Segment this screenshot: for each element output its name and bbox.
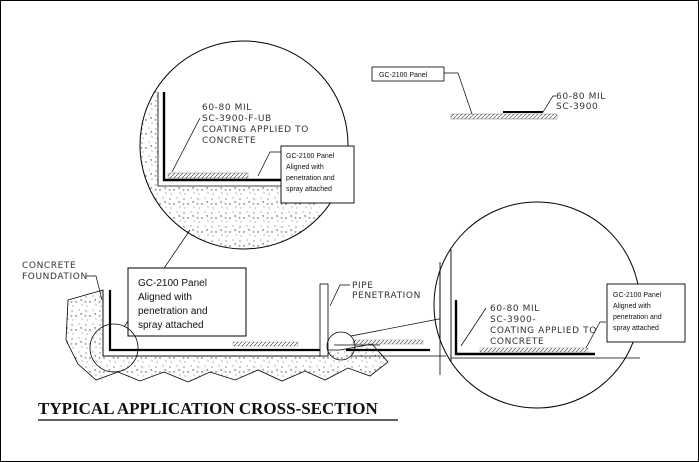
detail-leader-right-a bbox=[350, 317, 445, 337]
panel-label-text: GC-2100 Panel bbox=[379, 72, 428, 79]
left-box-line3: penetration and bbox=[286, 175, 335, 182]
panel-line bbox=[162, 92, 290, 182]
main-box-line4: spray attached bbox=[138, 320, 204, 331]
title-text: TYPICAL APPLICATION CROSS-SECTION bbox=[38, 399, 378, 418]
right-box-line1: GC-2100 Panel bbox=[613, 292, 662, 299]
pipe-penetration bbox=[319, 283, 329, 357]
top-note-line1: 60-80 MIL bbox=[556, 92, 606, 102]
detail-circle-marker-left bbox=[89, 323, 139, 373]
left-box-line2: Aligned with bbox=[286, 164, 324, 171]
drawing-title: TYPICAL APPLICATION CROSS-SECTION bbox=[38, 399, 398, 421]
right-note-line3: COATING APPLIED TO bbox=[490, 326, 597, 336]
main-box-line2: Aligned with bbox=[138, 292, 192, 303]
right-callout-box bbox=[606, 283, 686, 343]
detail-top-right: GC-2100 Panel 60-80 MIL SC-3900 bbox=[371, 66, 606, 120]
right-box-line3: penetration and bbox=[613, 314, 662, 321]
main-cross-section: CONCRETE FOUNDATION PIPE PENETRATION GC-… bbox=[22, 261, 430, 383]
right-box-line2: Aligned with bbox=[613, 303, 651, 310]
left-box-line4: spray attached bbox=[286, 186, 332, 193]
left-note-line4: CONCRETE bbox=[202, 136, 256, 146]
left-callout-box bbox=[280, 145, 355, 204]
pipe-label-line1: PIPE bbox=[352, 281, 374, 291]
main-callout-box bbox=[127, 267, 247, 337]
left-box-line1: GC-2100 Panel bbox=[286, 153, 335, 160]
left-note-line2: SC-3900-F-UB bbox=[202, 114, 272, 124]
right-note-line4: CONCRETE bbox=[490, 337, 544, 347]
detail-circle-left: 60-80 MIL SC-3900-F-UB COATING APPLIED T… bbox=[139, 40, 355, 250]
foundation-label-line2: FOUNDATION bbox=[22, 272, 88, 282]
pipe-label-line2: PENETRATION bbox=[352, 291, 421, 301]
main-box-line1: GC-2100 Panel bbox=[138, 278, 207, 289]
panel-label-box bbox=[371, 66, 445, 82]
detail-circle-marker-right bbox=[326, 331, 356, 361]
main-box-line3: penetration and bbox=[138, 306, 208, 317]
main-panel-line bbox=[108, 290, 320, 352]
membrane-strip bbox=[450, 113, 558, 120]
top-note-line2: SC-3900 bbox=[556, 102, 598, 112]
right-note-line2: SC-3900- bbox=[490, 315, 536, 325]
left-note-line1: 60-80 MIL bbox=[202, 103, 252, 113]
right-note-line1: 60-80 MIL bbox=[490, 304, 540, 314]
right-panel-line bbox=[454, 300, 595, 356]
detail-circle-right: 60-80 MIL SC-3900- COATING APPLIED TO CO… bbox=[433, 201, 686, 409]
left-note-line3: COATING APPLIED TO bbox=[202, 125, 309, 135]
foundation-label-line1: CONCRETE bbox=[22, 261, 76, 271]
right-box-line4: spray attached bbox=[613, 325, 659, 332]
